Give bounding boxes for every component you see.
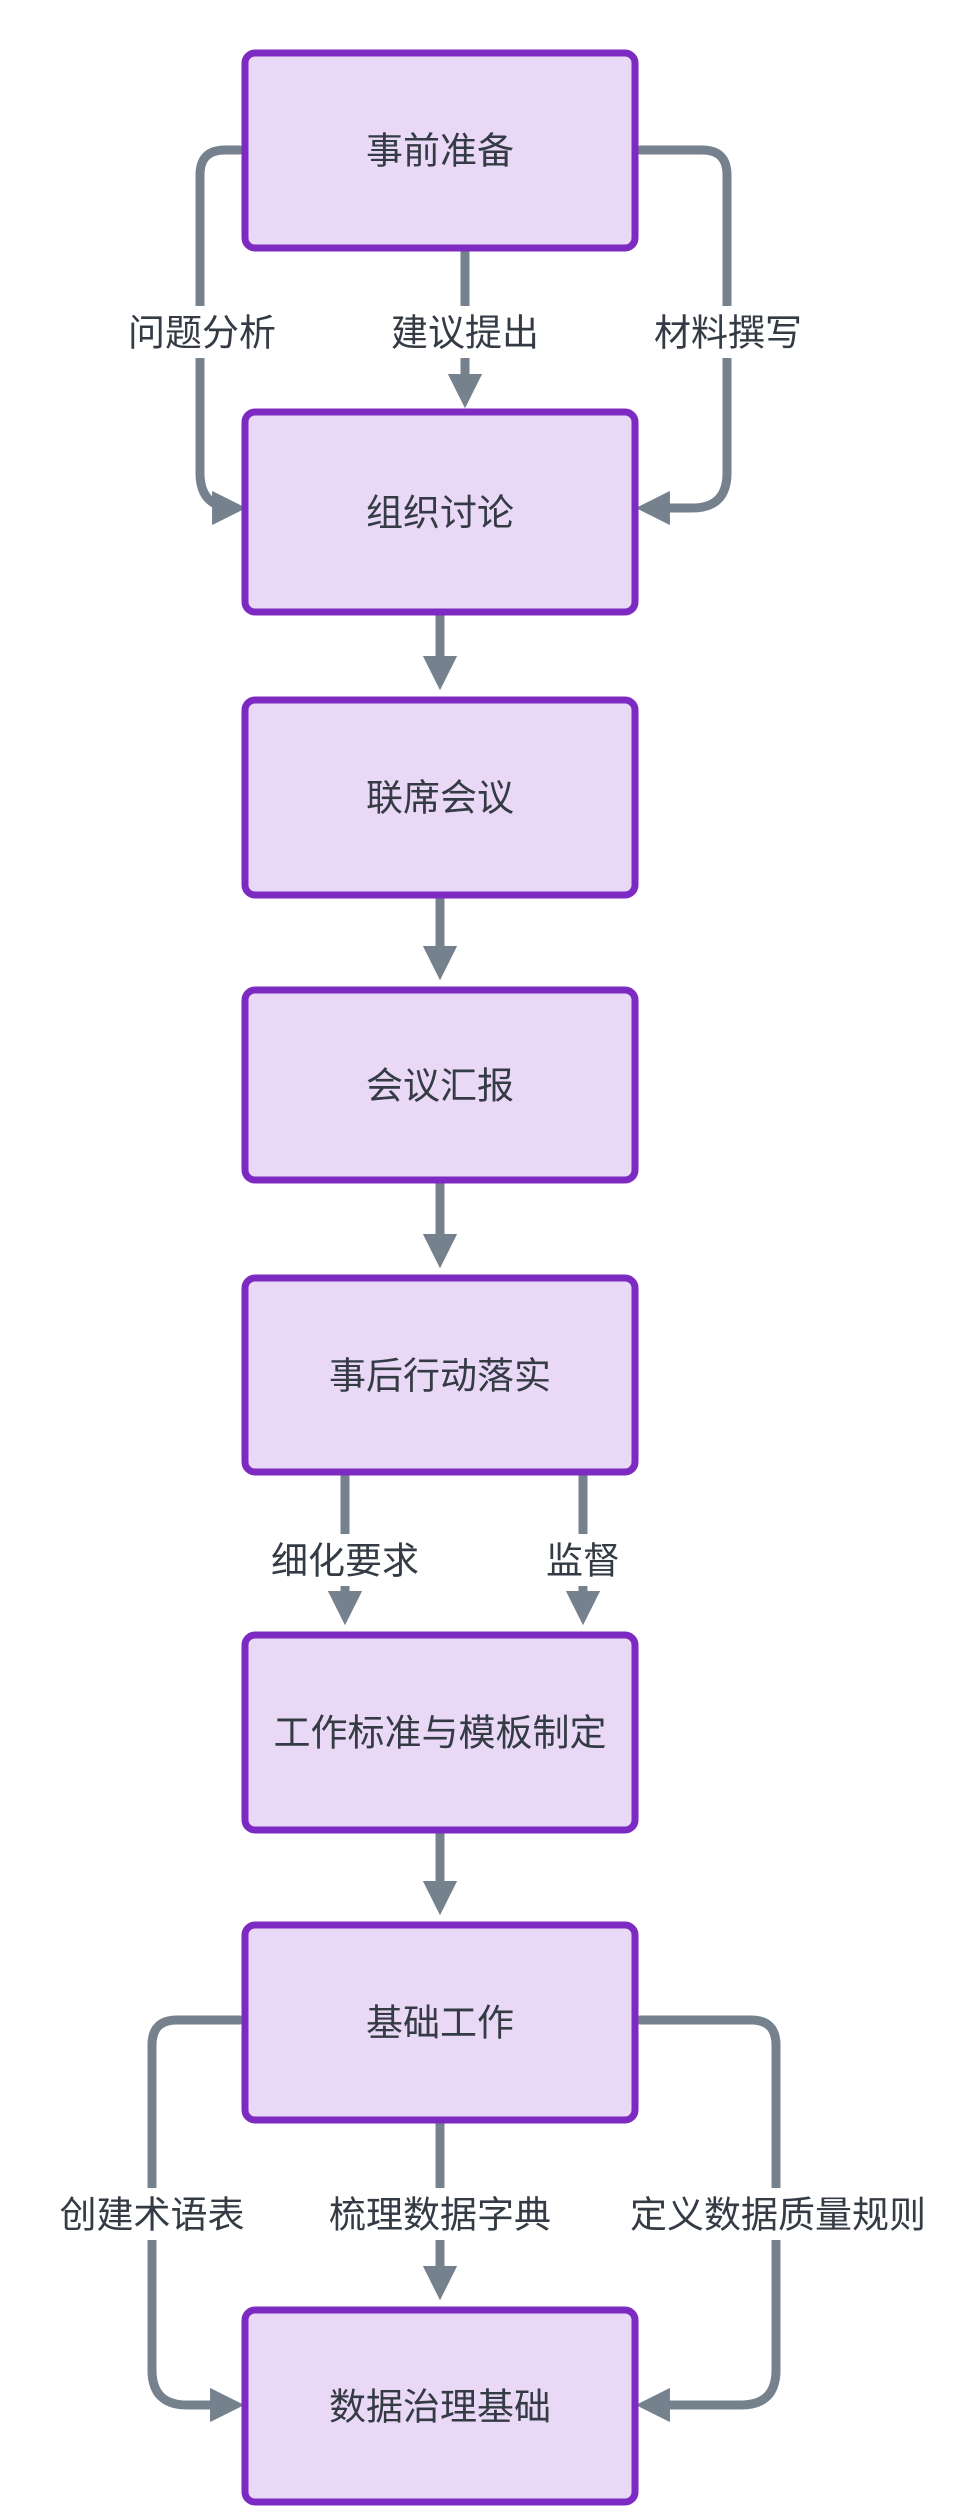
edge-label-bg (53, 2188, 252, 2240)
node-layer: 事前准备 组织讨论 联席会议 会议汇报 事后行动落实 工作标准与模板制定 基础工… (241, 49, 639, 2506)
edge-label-problem-analysis: 问题分析 (128, 313, 276, 354)
edge-label-suggestion-raising: 建议提出 (391, 313, 539, 354)
node-work-standards-templates (241, 1631, 639, 1834)
node-basic-work (241, 1921, 639, 2124)
node-label-preparation: 事前准备 (366, 131, 514, 172)
edge-label-bg (647, 306, 809, 358)
edge-label-material-writing: 材料撰写 (654, 313, 802, 354)
node-organize-discussion (241, 408, 639, 616)
node-label-meeting-report: 会议汇报 (366, 1066, 514, 1107)
node-label-data-governance-foundation: 数据治理基础 (329, 2387, 551, 2428)
edge-label-layer: 问题分析 建议提出 材料撰写 细化要求 监督 创建术语表 梳理数据字典 定义数据… (53, 306, 933, 2240)
edge-label-refine-requirements: 细化要求 (271, 1541, 419, 1582)
edge-label-supervision: 监督 (546, 1541, 620, 1582)
edge-label-bg (623, 2188, 933, 2240)
node-label-organize-discussion: 组织讨论 (366, 493, 514, 534)
node-label-followup-actions: 事后行动落实 (329, 1356, 551, 1397)
node-preparation (241, 49, 639, 252)
edge-label-sort-data-dictionary: 梳理数据字典 (329, 2195, 551, 2236)
node-meeting-report (241, 986, 639, 1184)
edge-label-bg (384, 306, 546, 358)
edge-label-bg (264, 1534, 426, 1586)
node-label-work-standards-templates: 工作标准与模板制定 (274, 1713, 607, 1754)
node-label-joint-meeting: 联席会议 (366, 778, 514, 819)
node-followup-actions (241, 1274, 639, 1476)
node-data-governance-foundation (241, 2306, 639, 2506)
edge-label-define-data-quality-rules: 定义数据质量规则 (630, 2195, 926, 2236)
edge-label-bg (121, 306, 283, 358)
node-joint-meeting (241, 696, 639, 899)
node-label-basic-work: 基础工作 (366, 2003, 514, 2044)
edge-label-bg (539, 1534, 627, 1586)
edge-label-create-glossary: 创建术语表 (60, 2195, 245, 2236)
edge-label-bg (322, 2188, 558, 2240)
